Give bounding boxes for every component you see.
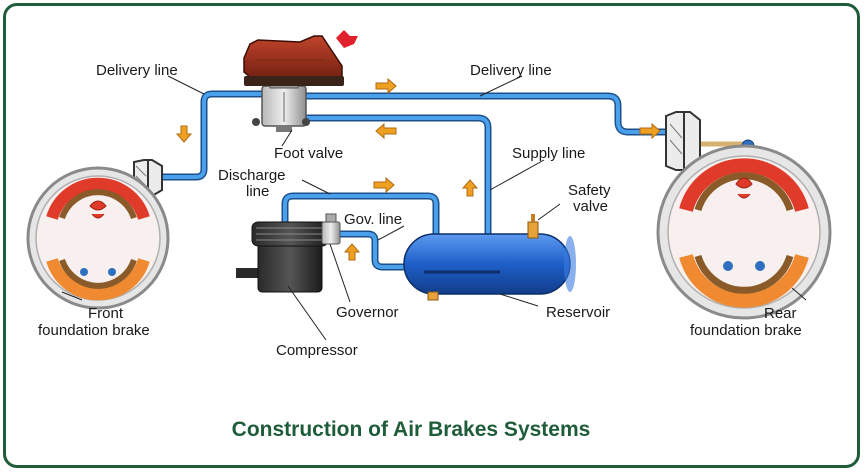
label-safety-valve: Safety bbox=[568, 182, 611, 199]
arrow-right-icon bbox=[373, 176, 395, 194]
arrow-up-icon bbox=[343, 243, 361, 261]
rear-foundation-brake bbox=[656, 144, 832, 320]
boot-icon bbox=[243, 30, 358, 86]
label-front-brake-2: foundation brake bbox=[38, 322, 150, 339]
label-front-brake: Front bbox=[88, 305, 124, 322]
compressor bbox=[236, 221, 329, 293]
governor bbox=[321, 213, 341, 245]
arrow-up-icon bbox=[461, 179, 479, 197]
rear-brake-chamber bbox=[665, 111, 755, 171]
label-delivery-line-left: Delivery line bbox=[96, 62, 178, 79]
arrow-right-icon bbox=[375, 77, 397, 95]
safety-valve bbox=[527, 214, 539, 239]
reservoir bbox=[403, 233, 576, 301]
label-rear-brake-2: foundation brake bbox=[690, 322, 802, 339]
label-rear-brake: Rear bbox=[764, 305, 797, 322]
label-reservoir: Reservoir bbox=[546, 304, 610, 321]
flow-arrows bbox=[175, 77, 661, 261]
pipes bbox=[98, 90, 670, 271]
arrow-right-icon bbox=[639, 122, 661, 140]
label-supply-line: Supply line bbox=[512, 145, 585, 162]
foot-valve bbox=[252, 81, 310, 132]
label-compressor: Compressor bbox=[276, 342, 358, 359]
diagram-title: Construction of Air Brakes Systems bbox=[232, 418, 591, 441]
cam-icon bbox=[89, 200, 107, 219]
front-foundation-brake bbox=[26, 166, 170, 310]
label-governor: Governor bbox=[336, 304, 399, 321]
leader-lines bbox=[61, 75, 807, 341]
label-discharge-line-2: line bbox=[246, 183, 269, 200]
label-gov-line: Gov. line bbox=[344, 211, 402, 228]
arrow-down-icon bbox=[175, 125, 193, 143]
arrow-left-icon bbox=[375, 122, 397, 140]
label-safety-valve-2: valve bbox=[573, 198, 608, 215]
label-foot-valve: Foot valve bbox=[274, 145, 343, 162]
cam-icon bbox=[735, 177, 753, 199]
label-discharge-line: Discharge bbox=[218, 167, 286, 184]
label-delivery-line-right: Delivery line bbox=[470, 62, 552, 79]
